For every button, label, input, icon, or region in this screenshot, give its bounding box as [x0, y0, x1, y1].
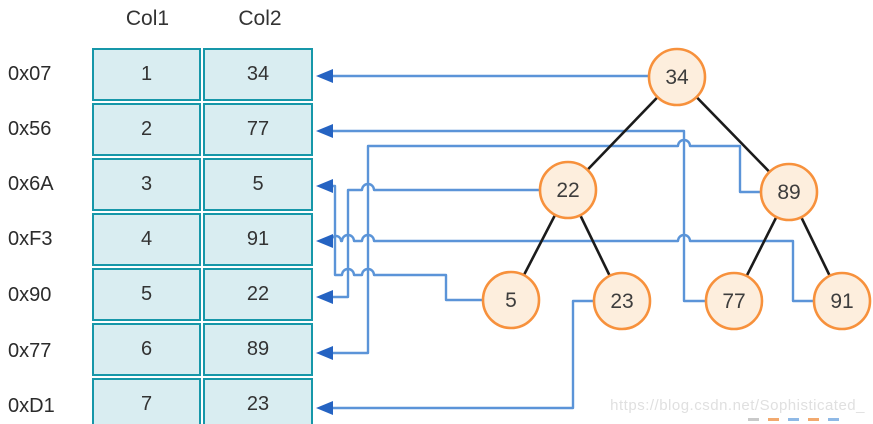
tree-node-value: 91 [830, 290, 853, 313]
array-table: 1 34 2 77 3 5 4 91 5 22 6 89 7 23 [92, 48, 313, 424]
tree-node-value: 23 [610, 290, 633, 313]
watermark-url: https://blog.csdn.net/Sophisticated_ [610, 397, 865, 414]
tree-node-circle [704, 271, 764, 331]
tree-edge-89-91 [787, 191, 844, 302]
connector-91-to-0xF3 [329, 233, 814, 303]
table-cell: 1 [92, 48, 201, 101]
tree-node-circle [592, 271, 652, 331]
tree-edge-34-89 [676, 76, 790, 193]
row-address-label: 0x6A [8, 173, 54, 195]
tree-node-22: 22 [538, 160, 598, 220]
tree-node-5: 5 [481, 270, 541, 330]
connector-23-to-0xD1 [332, 299, 594, 410]
table-cell: 4 [92, 213, 201, 266]
table-cell: 2 [92, 103, 201, 156]
arrowhead-row-0x77 [316, 346, 333, 360]
table-cell: 3 [92, 158, 201, 211]
watermark-fragment [768, 418, 779, 421]
row-address-label: 0xF3 [8, 228, 53, 250]
row-address-label: 0x77 [8, 340, 52, 362]
table-col2-header: Col2 [238, 7, 282, 30]
tree-edge-22-23 [566, 189, 624, 302]
tree-node-89: 89 [759, 162, 819, 222]
table-cell: 22 [203, 268, 313, 321]
tree-node-value: 34 [665, 66, 689, 89]
tree-node-77: 77 [704, 271, 764, 331]
tree-node-circle [538, 160, 598, 220]
tree-node-34: 34 [647, 47, 707, 107]
table-cell: 5 [92, 268, 201, 321]
table-cell: 89 [203, 323, 313, 376]
table-cell: 91 [203, 213, 313, 266]
table-cell: 7 [92, 378, 201, 424]
tree-node-91: 91 [812, 271, 872, 331]
tree-node-circle [647, 47, 707, 107]
tree-node-circle [812, 271, 872, 331]
arrowhead-row-0x07 [316, 69, 333, 83]
watermark-fragment [808, 418, 819, 421]
watermark-fragments [748, 418, 839, 421]
table-col1-header: Col1 [125, 7, 170, 30]
row-address-label: 0x07 [8, 63, 52, 85]
table-cell: 34 [203, 48, 313, 101]
tree-edge-34-22 [567, 76, 678, 191]
tree-node-value: 5 [505, 289, 517, 312]
arrowhead-row-0xD1 [316, 401, 333, 415]
table-cell: 5 [203, 158, 313, 211]
arrowhead-row-0x90 [316, 290, 333, 304]
tree-node-circle [759, 162, 819, 222]
table-cell: 23 [203, 378, 313, 424]
tree-node-value: 89 [777, 181, 800, 204]
watermark-fragment [828, 418, 839, 421]
arrowhead-row-0xF3 [316, 234, 333, 248]
table-cell: 77 [203, 103, 313, 156]
row-address-label: 0x90 [8, 284, 52, 306]
connector-77-to-0x56 [332, 129, 706, 303]
tree-node-23: 23 [592, 271, 652, 331]
table-cell: 6 [92, 323, 201, 376]
row-address-label: 0x56 [8, 118, 52, 140]
arrowhead-row-0x56 [316, 124, 333, 138]
row-address-label: 0xD1 [8, 395, 55, 417]
tree-edge-22-5 [509, 189, 570, 301]
connector-5-to-0x6A [332, 184, 483, 302]
connector-89-to-0x77 [332, 138, 761, 355]
tree-node-value: 77 [722, 290, 745, 313]
tree-node-circle [481, 270, 541, 330]
arrowhead-row-0x6A [316, 179, 333, 193]
connector-22-to-0x90 [332, 182, 540, 299]
watermark-fragment [788, 418, 799, 421]
tree-edge-89-77 [732, 191, 791, 302]
tree-node-value: 22 [556, 179, 579, 202]
watermark-fragment [748, 418, 759, 421]
